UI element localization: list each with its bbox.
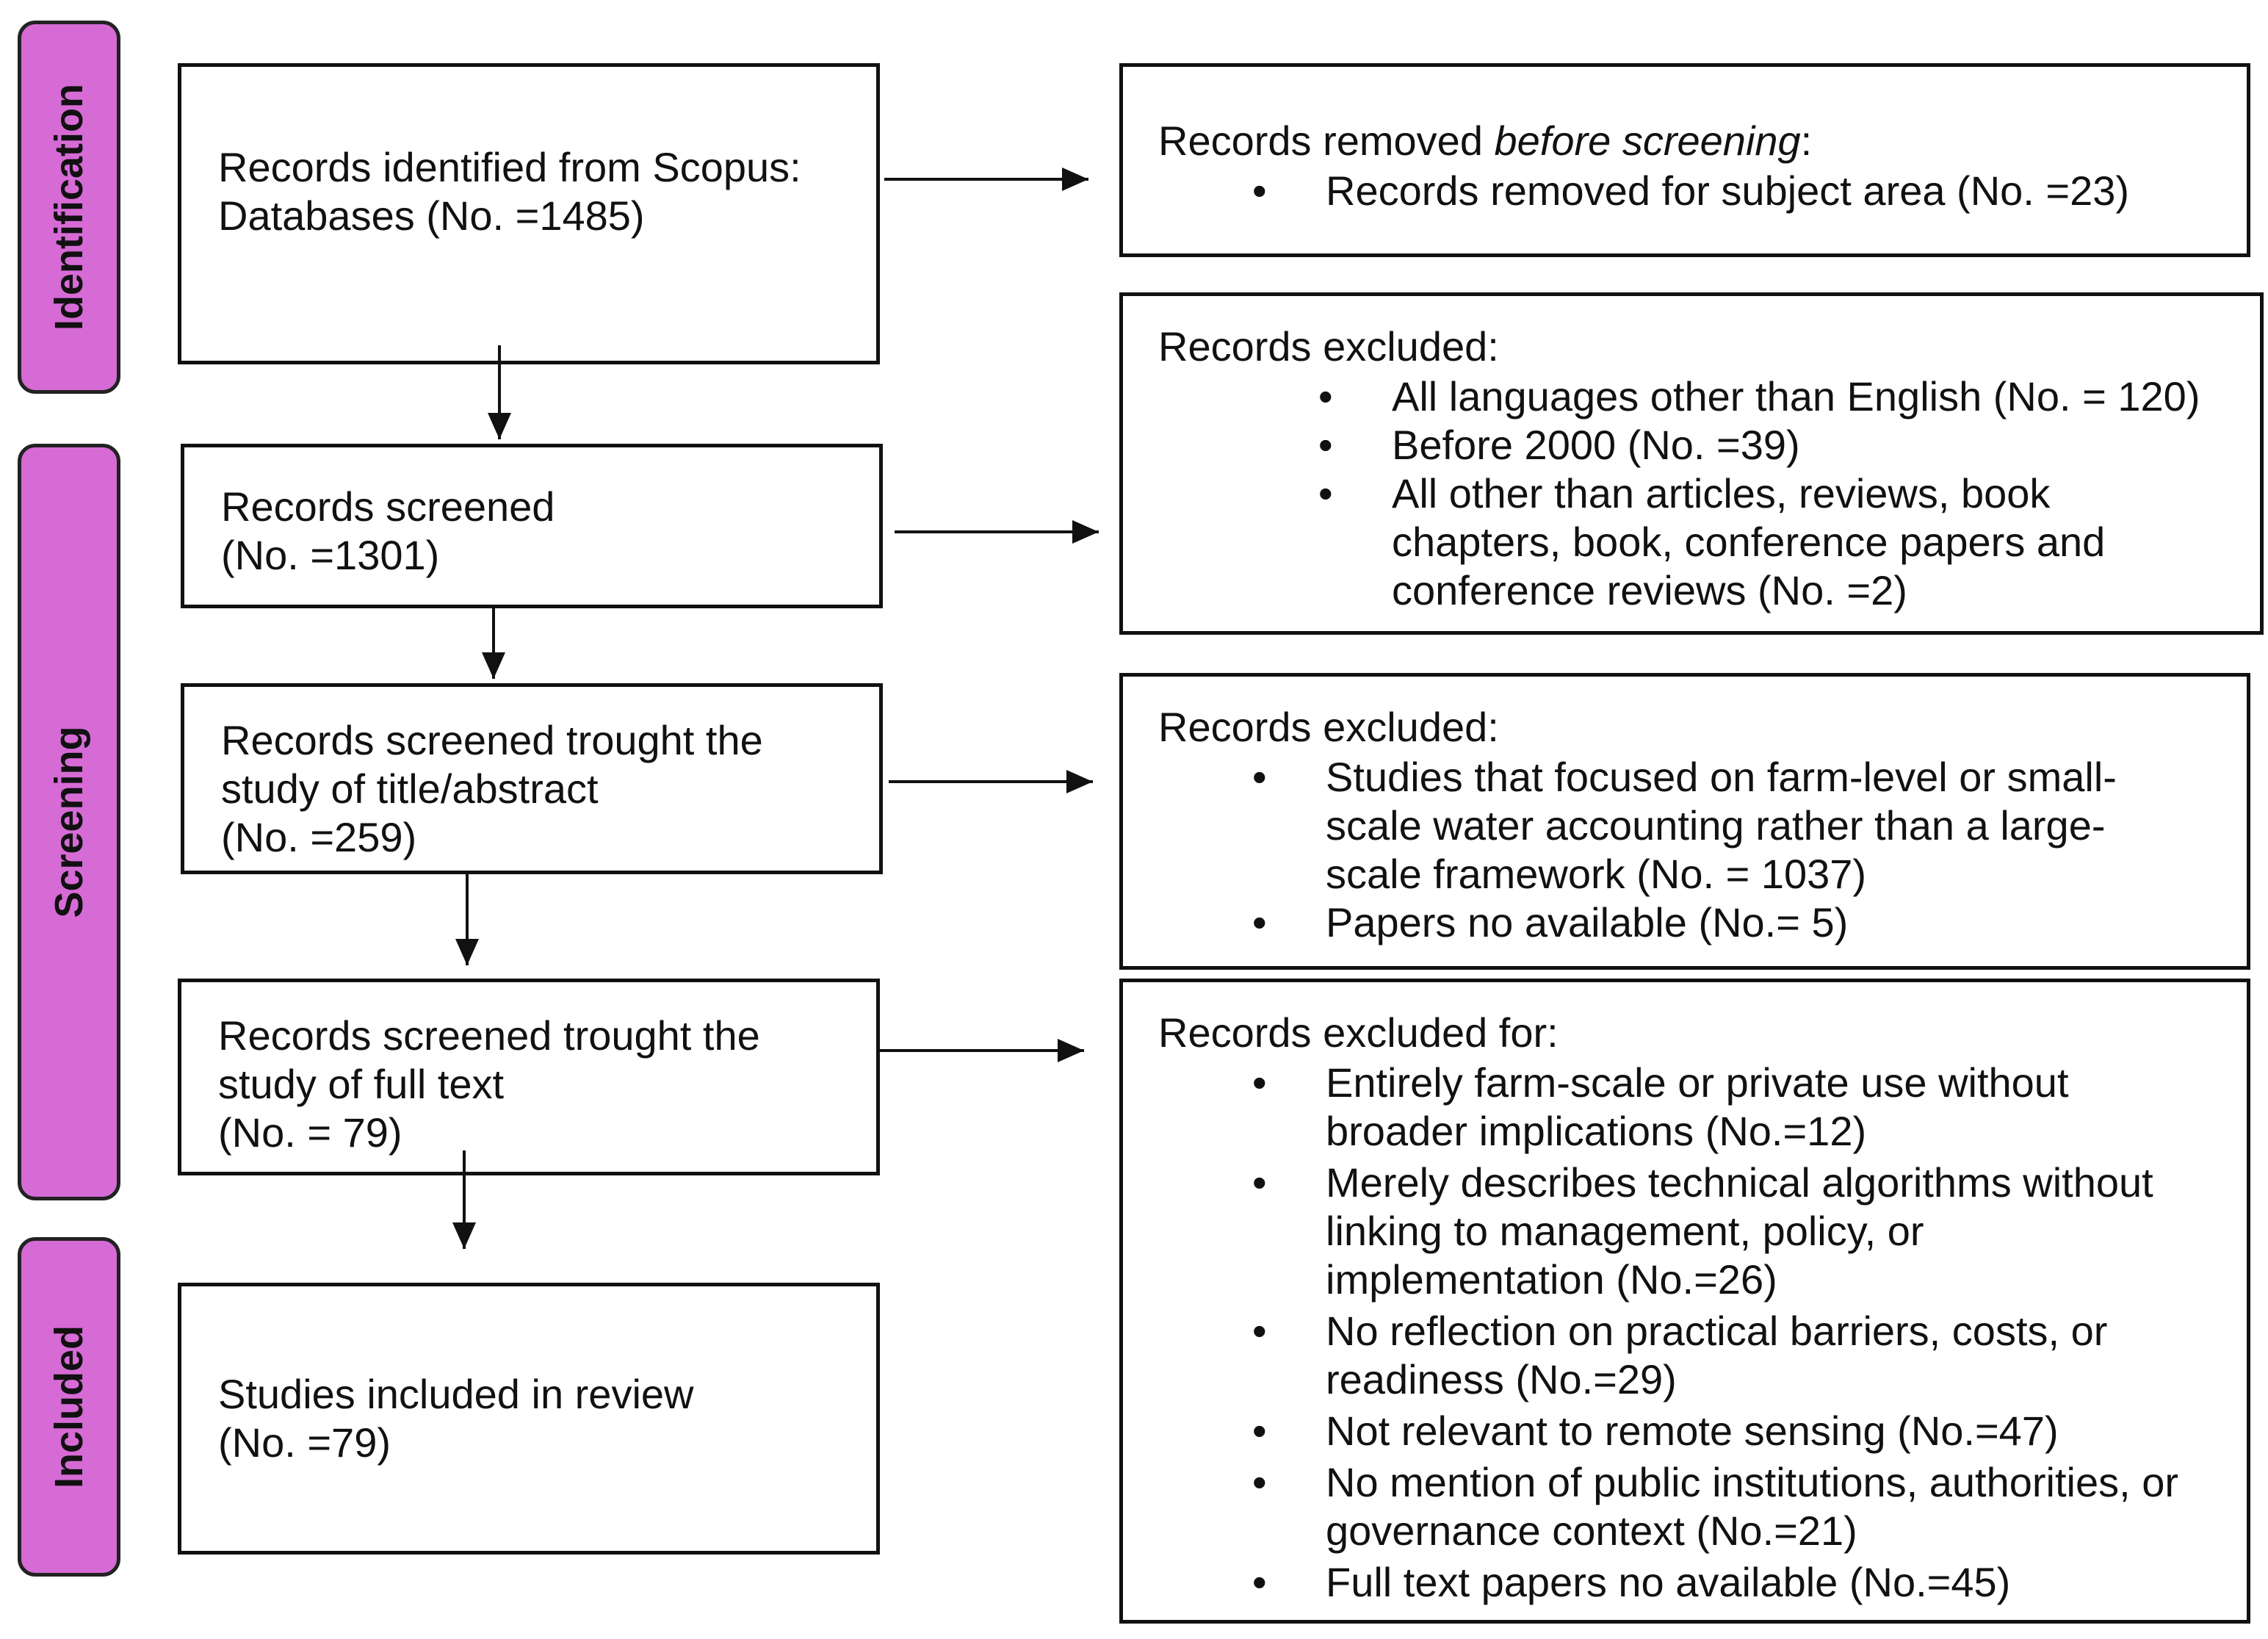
excluded-2-list: Studies that focused on farm-level or sm…: [1252, 753, 2117, 947]
phase-screening: Screening: [18, 444, 120, 1200]
excluded-3-item: Entirely farm-scale or private use witho…: [1252, 1059, 2178, 1156]
excluded-1-list: All languages other than English (No. = …: [1318, 372, 2200, 615]
removed-heading-prefix: Records removed: [1158, 118, 1495, 164]
excluded-3-heading: Records excluded for:: [1158, 1009, 1559, 1056]
excluded-box-2: Records excluded: Studies that focused o…: [1119, 673, 2250, 970]
excluded-3-item: No reflection on practical barriers, cos…: [1252, 1307, 2178, 1404]
excluded-2-item: Studies that focused on farm-level or sm…: [1252, 753, 2117, 898]
removed-heading-suffix: :: [1800, 118, 1813, 164]
identified-text: Records identified from Scopus: Database…: [218, 144, 801, 239]
excluded-3-item: Not relevant to remote sensing (No.=47): [1252, 1407, 2178, 1455]
screened-text: Records screened (No. =1301): [221, 483, 555, 578]
excluded-2-heading: Records excluded:: [1158, 704, 1499, 750]
removed-heading-italic: before screening: [1494, 118, 1801, 164]
excluded-1-item: All other than articles, reviews, book c…: [1318, 469, 2200, 615]
identified-box: Records identified from Scopus: Database…: [178, 63, 880, 364]
removed-heading: Records removed before screening:: [1158, 117, 1812, 165]
removed-item: Records removed for subject area (No. =2…: [1252, 167, 2129, 215]
title-abstract-text: Records screened trought the study of ti…: [221, 717, 763, 860]
excluded-box-1: Records excluded: All languages other th…: [1119, 292, 2264, 635]
excluded-3-item: Full text papers no available (No.=45): [1252, 1558, 2178, 1607]
excluded-2-item: Papers no available (No.= 5): [1252, 898, 2117, 947]
full-text-text: Records screened trought the study of fu…: [218, 1012, 760, 1156]
title-abstract-box: Records screened trought the study of ti…: [181, 683, 883, 874]
phase-identification: Identification: [18, 21, 120, 394]
phase-included: Included: [18, 1237, 120, 1577]
excluded-1-item: Before 2000 (No. =39): [1318, 421, 2200, 469]
excluded-3-item: No mention of public institutions, autho…: [1252, 1458, 2178, 1555]
full-text-box: Records screened trought the study of fu…: [178, 979, 880, 1175]
excluded-1-item: All languages other than English (No. = …: [1318, 372, 2200, 421]
removed-before-screening-box: Records removed before screening: Record…: [1119, 63, 2250, 257]
removed-list: Records removed for subject area (No. =2…: [1252, 167, 2129, 215]
excluded-3-item: Merely describes technical algorithms wi…: [1252, 1159, 2178, 1304]
included-text: Studies included in review (No. =79): [218, 1371, 694, 1466]
screened-box: Records screened (No. =1301): [181, 444, 883, 608]
excluded-3-list: Entirely farm-scale or private use witho…: [1252, 1059, 2178, 1607]
excluded-1-heading: Records excluded:: [1158, 323, 1499, 370]
excluded-box-3: Records excluded for: Entirely farm-scal…: [1119, 979, 2250, 1624]
included-box: Studies included in review (No. =79): [178, 1283, 880, 1555]
